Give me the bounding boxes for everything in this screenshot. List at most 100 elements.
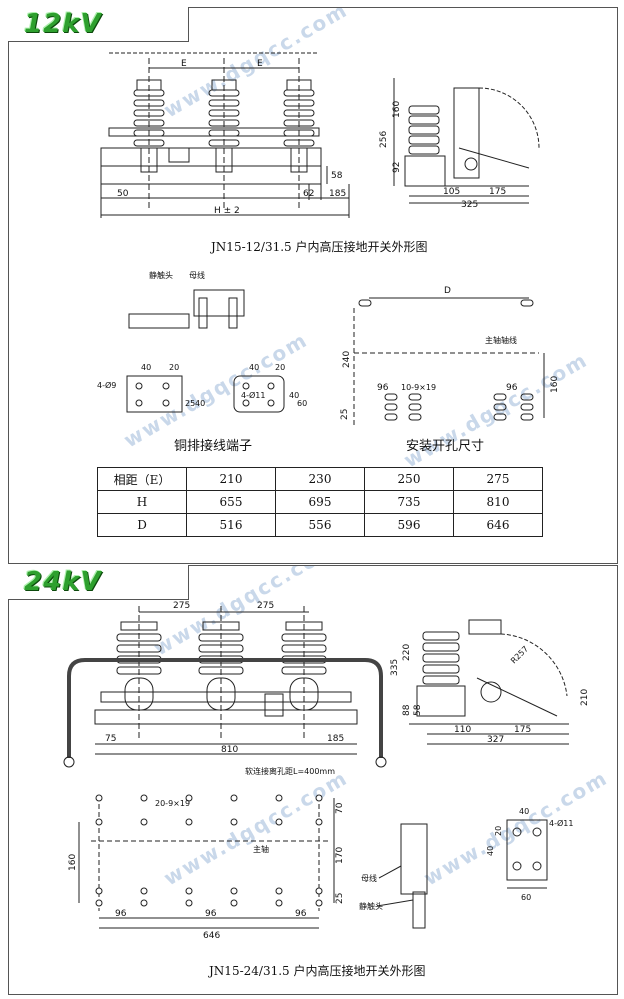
plate-right-20: 20 — [275, 363, 285, 372]
label-busbar: 母线 — [189, 270, 205, 280]
table-cell: 516 — [186, 513, 276, 537]
plate-left-40: 40 — [141, 363, 151, 372]
plate-60: 60 — [521, 893, 531, 902]
cable-note: 软连接离孔距L=400mm — [245, 766, 335, 776]
table-row: H 655 695 735 810 — [97, 490, 543, 514]
table-cell: 250 — [364, 467, 454, 491]
spec-table: 相距（E） 210 230 250 275 H 655 695 735 810 … — [97, 467, 543, 537]
watermark: www.dgqcc.com — [160, 8, 353, 122]
side-view-12kv — [393, 78, 540, 204]
front-view-12kv — [100, 52, 350, 218]
dim-160: 160 — [550, 376, 560, 393]
plate-right-40b: 40 — [289, 391, 299, 400]
dim-96-right: 96 — [506, 383, 518, 393]
dim-70: 70 — [335, 802, 345, 814]
table-cell: 735 — [364, 490, 454, 514]
table-cell: D — [97, 513, 187, 537]
label-main-shaft: 主轴轴线 — [485, 335, 517, 345]
dim-240: 240 — [342, 351, 352, 368]
table-cell: 556 — [275, 513, 365, 537]
dim-25: 25 — [340, 409, 350, 420]
dim-110: 110 — [454, 725, 471, 735]
badge-text: 12kV — [24, 9, 102, 39]
watermark: www.dgqcc.com — [120, 327, 313, 452]
dim-e2: E — [257, 59, 263, 69]
table-cell: 275 — [453, 467, 543, 491]
side-dims-12kv: 256 160 92 105 175 325 — [379, 101, 506, 210]
front-dims-24kv: 275 275 75 810 185 软连接离孔距L=400mm — [105, 601, 344, 776]
dim-96-left: 96 — [377, 383, 389, 393]
caption-12kv: JN15-12/31.5 户内高压接地开关外形图 — [211, 240, 428, 254]
dim-185: 185 — [327, 734, 344, 744]
dim-175: 175 — [489, 187, 506, 197]
table-cell: 646 — [453, 513, 543, 537]
dim-slots: 20-9×19 — [155, 799, 190, 808]
plate-right-holes: 4-Ø11 — [241, 390, 265, 400]
dim-327: 327 — [487, 735, 504, 745]
mounting-title-12kv: 安装开孔尺寸 — [406, 439, 485, 454]
dim-810: 810 — [221, 745, 238, 755]
dim-210: 210 — [580, 689, 590, 706]
plate-40: 40 — [519, 807, 529, 816]
dim-96c: 96 — [295, 909, 307, 919]
table-cell: 230 — [275, 467, 365, 491]
plate-20: 20 — [494, 826, 503, 836]
dim-275b: 275 — [257, 601, 274, 611]
plate-left-25: 25 — [185, 399, 195, 408]
plate-left-40b: 40 — [195, 399, 205, 408]
dim-58: 58 — [413, 704, 423, 716]
table-row: 相距（E） 210 230 250 275 — [97, 467, 543, 491]
label-static-contact: 静触头 — [149, 270, 173, 280]
dim-96b: 96 — [205, 909, 217, 919]
voltage-badge-24kv: 24kV — [8, 565, 189, 600]
terminal-detail-24kv — [376, 819, 548, 929]
dim-220: 220 — [402, 644, 412, 661]
terminal-labels-12kv: 静触头 母线 40 20 4-Ø9 25 40 40 20 4-Ø11 40 6… — [97, 270, 307, 408]
plate-40b: 40 — [486, 846, 495, 856]
dim-d: D — [444, 286, 451, 296]
table-cell: 655 — [186, 490, 276, 514]
dim-88: 88 — [402, 704, 412, 716]
dim-slots: 10-9×19 — [401, 383, 436, 392]
table-cell: H — [97, 490, 187, 514]
dim-50: 50 — [117, 189, 129, 199]
side-view-24kv — [409, 619, 569, 745]
dim-325: 325 — [461, 200, 478, 210]
section-24kv: 24kV www.dgqcc.com www.dgqcc.com www.dgq… — [8, 565, 618, 995]
watermark: www.dgqcc.com — [150, 566, 343, 660]
drawing-12kv: www.dgqcc.com www.dgqcc.com www.dgqcc.co… — [97, 8, 592, 472]
table-row: D 516 556 596 646 — [97, 513, 543, 537]
plate-left-20: 20 — [169, 363, 179, 372]
dim-e1: E — [181, 59, 187, 69]
drawing-24kv: www.dgqcc.com www.dgqcc.com www.dgqcc.co… — [63, 566, 612, 941]
front-dims-12kv: E E 50 62 185 H ± 2 58 — [117, 59, 346, 216]
plate-holes: 4-Ø11 — [549, 818, 573, 828]
plate-right-40: 40 — [249, 363, 259, 372]
dim-275a: 275 — [173, 601, 190, 611]
dim-58: 58 — [331, 171, 343, 181]
dim-646: 646 — [203, 931, 220, 941]
side-dims-24kv: 335 220 88 58 R257 210 110 175 327 — [390, 644, 590, 745]
dim-96a: 96 — [115, 909, 127, 919]
dim-160: 160 — [68, 854, 78, 871]
terminal-labels-24kv: 母线 静触头 40 4-Ø11 20 40 60 — [359, 807, 573, 911]
table-cell: 596 — [364, 513, 454, 537]
dim-256: 256 — [379, 131, 389, 148]
dim-175: 175 — [514, 725, 531, 735]
dim-185: 185 — [329, 189, 346, 199]
mounting-labels-24kv: 20-9×19 主轴 160 70 170 25 96 96 96 646 — [68, 799, 345, 941]
terminal-detail-12kv — [126, 289, 285, 413]
table-cell: 695 — [275, 490, 365, 514]
dim-75: 75 — [105, 734, 116, 744]
voltage-badge-12kv: 12kV — [8, 7, 189, 42]
plate-right-60: 60 — [297, 399, 307, 408]
table-cell: 相距（E） — [97, 467, 187, 491]
front-view-24kv — [63, 606, 387, 768]
label-static-contact: 静触头 — [359, 901, 383, 911]
table-cell: 810 — [453, 490, 543, 514]
dim-170: 170 — [335, 847, 345, 864]
label-main-shaft: 主轴 — [253, 844, 269, 854]
mounting-layout-12kv — [353, 297, 545, 428]
table-cell: 210 — [186, 467, 276, 491]
watermark: www.dgqcc.com — [160, 765, 353, 890]
